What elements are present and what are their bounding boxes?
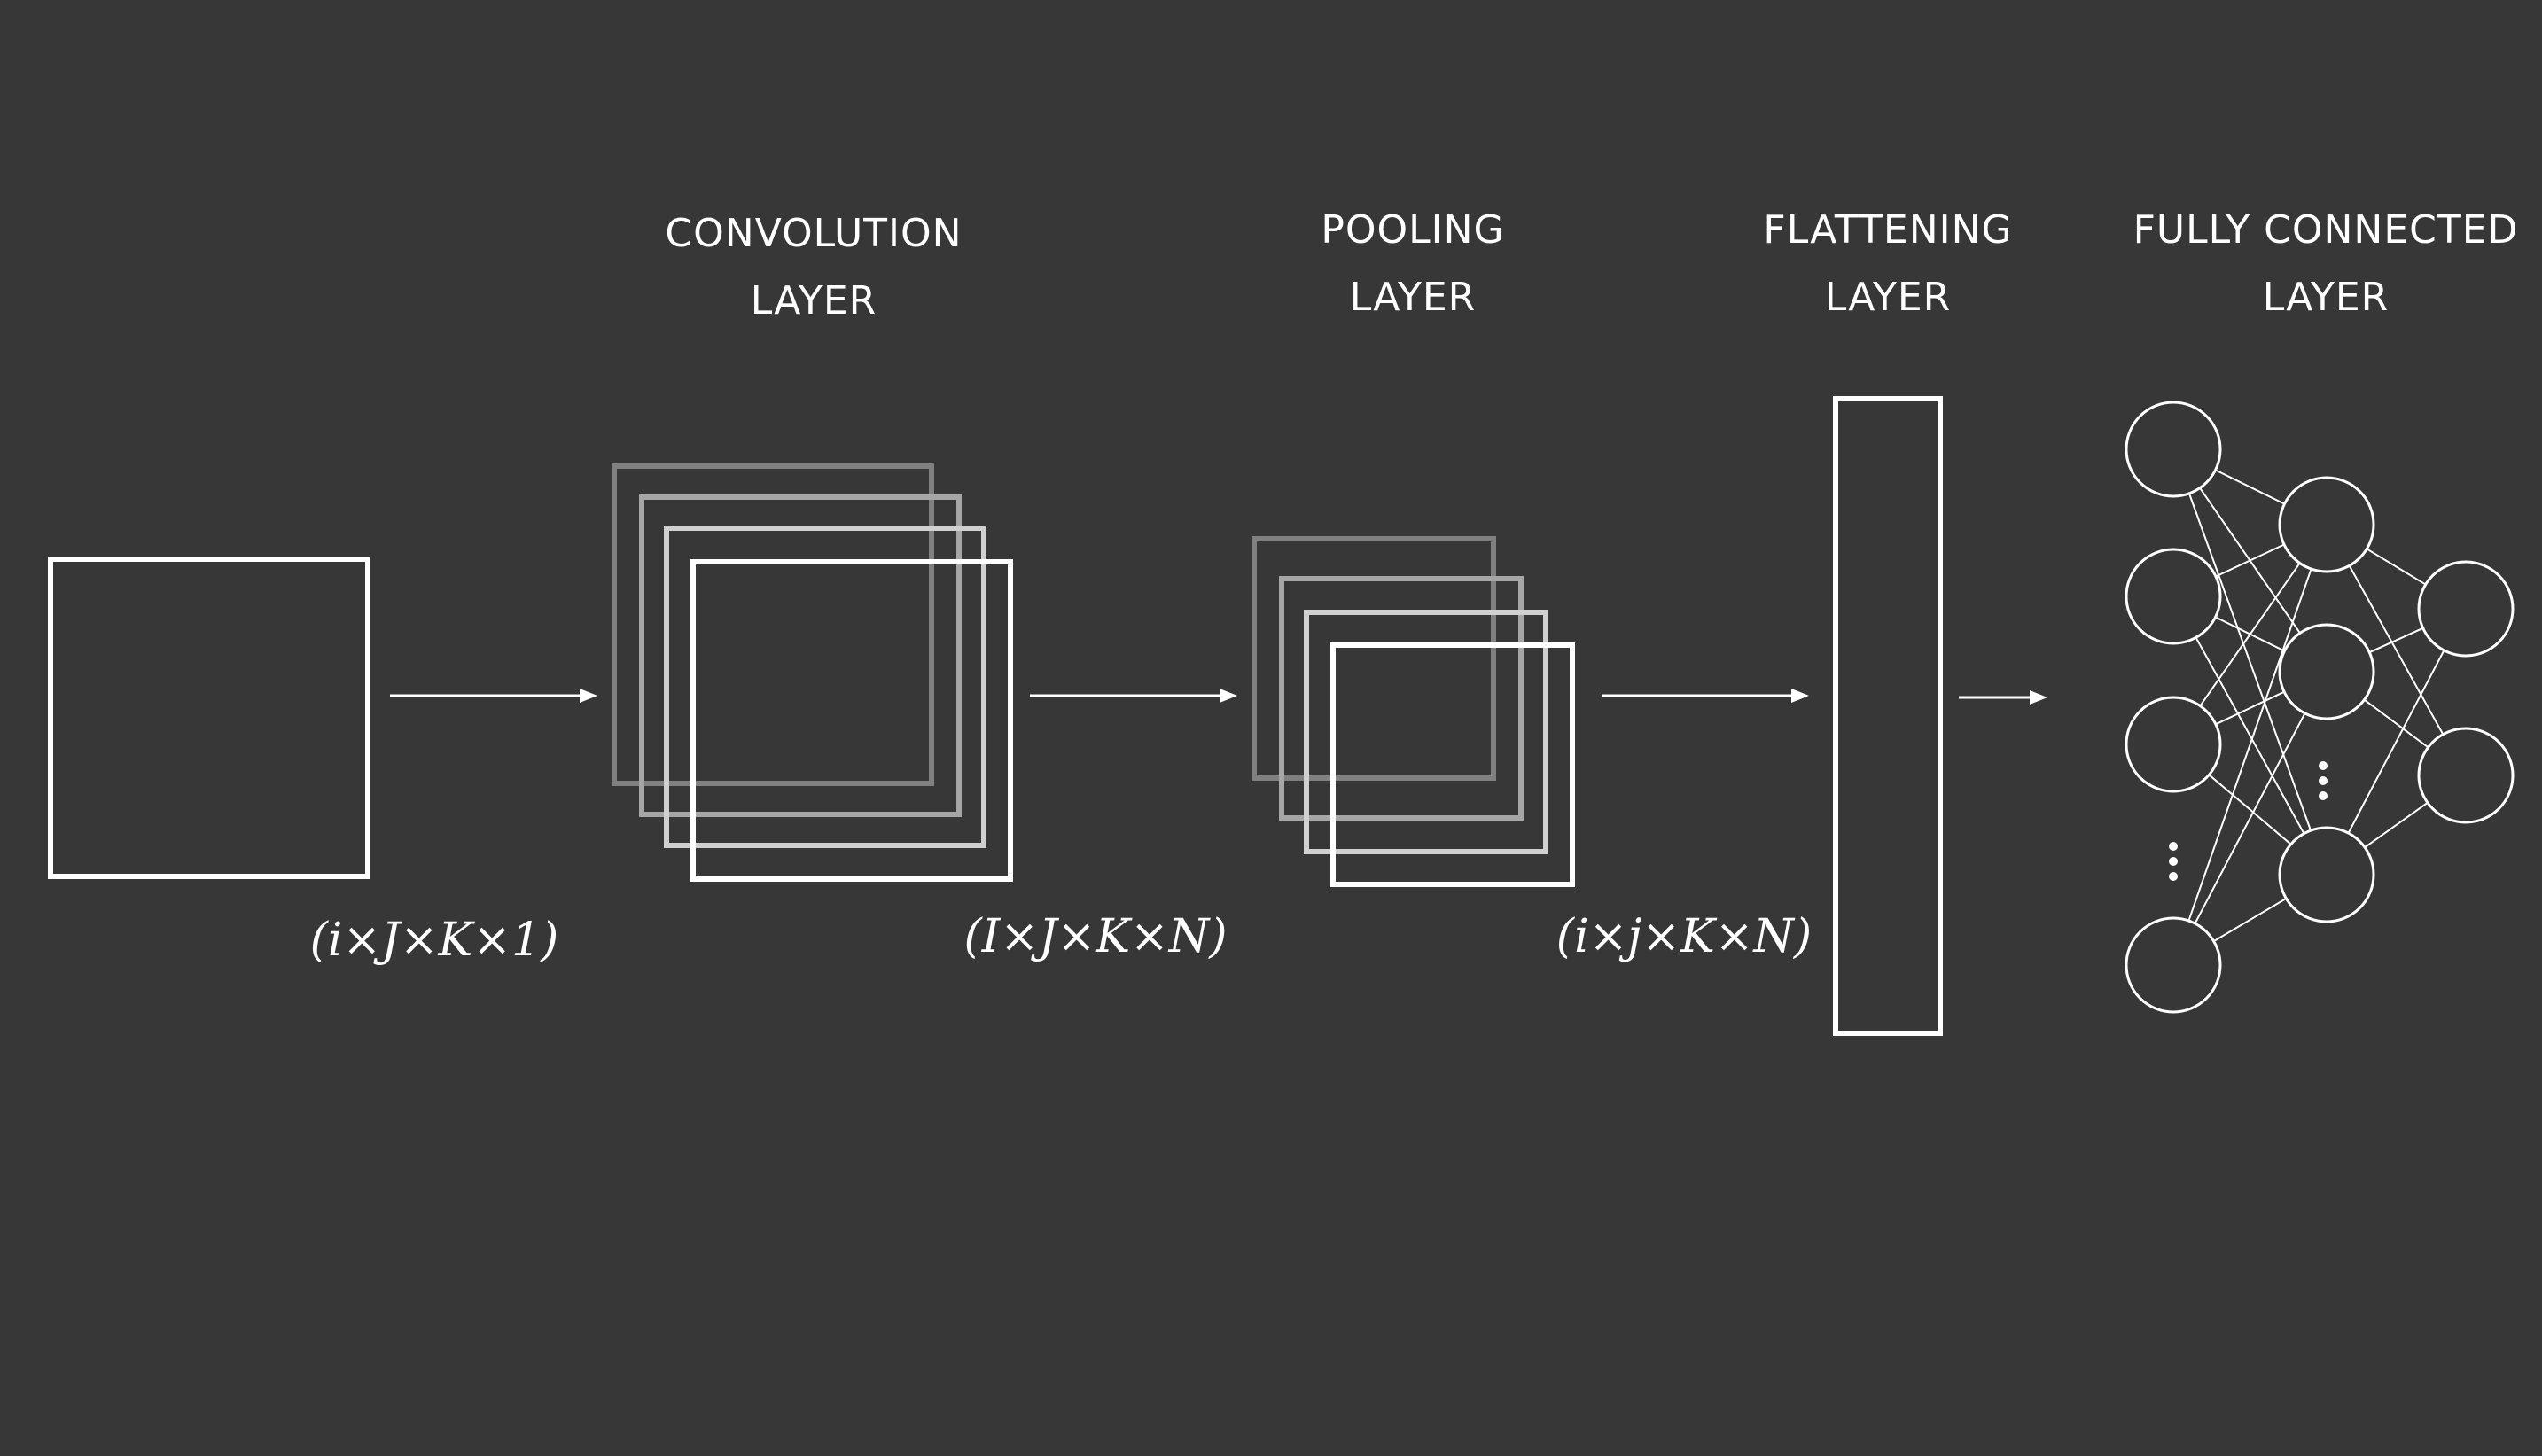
flattening-title-line2: LAYER — [1825, 275, 1951, 320]
output-node — [2417, 560, 2515, 658]
network-nodes — [2125, 401, 2515, 1014]
network-edge — [2187, 568, 2312, 922]
fully-connected-network — [2125, 401, 2515, 1014]
network-edge — [2215, 690, 2285, 726]
network-edge — [2188, 493, 2312, 831]
hidden-ellipsis-icon — [2319, 761, 2328, 800]
convolution-title-line1: CONVOLUTION — [665, 211, 962, 256]
input-node — [2125, 401, 2222, 498]
network-edge — [2215, 543, 2285, 578]
input-node — [2125, 916, 2222, 1014]
convolution-feature-map-2 — [639, 494, 962, 817]
network-edges — [2187, 469, 2445, 942]
convolution-feature-map-4 — [690, 559, 1013, 882]
input-image-box — [48, 557, 370, 879]
pooling-feature-map-1 — [1252, 536, 1496, 781]
input-node — [2125, 548, 2222, 645]
arrow-input-to-convolution — [390, 689, 597, 703]
network-edge — [2199, 562, 2301, 707]
fully-connected-title-line2: LAYER — [2263, 275, 2389, 320]
network-edge — [2363, 698, 2429, 749]
convolution-feature-map-1 — [612, 463, 934, 786]
pooling-feature-map-3 — [1304, 610, 1548, 854]
convolution-title-line2: LAYER — [751, 278, 877, 323]
network-edge — [2213, 898, 2287, 942]
arrow-pooling-to-flattening — [1602, 689, 1809, 703]
pooling-title-line2: LAYER — [1350, 275, 1476, 320]
network-edge — [2208, 774, 2292, 845]
pooling-title-line1: POOLING — [1321, 207, 1504, 253]
convolution-dimension-label: (I×J×K×N) — [963, 910, 1227, 963]
network-edge — [2347, 650, 2445, 834]
network-edge — [2215, 469, 2285, 505]
network-edge — [2348, 564, 2445, 736]
arrow-flattening-to-fully-connected — [1959, 690, 2047, 705]
network-edge — [2368, 627, 2424, 654]
flattening-title-line1: FLATTENING — [1763, 207, 2012, 253]
pooling-dimension-label: (i×j×K×N) — [1556, 910, 1812, 963]
input-dimension-label: (i×J×K×1) — [310, 914, 559, 967]
hidden-node — [2278, 623, 2375, 720]
hidden-node — [2278, 476, 2375, 573]
pooling-feature-map-2 — [1279, 576, 1524, 821]
network-edge — [2364, 801, 2429, 849]
output-node — [2417, 727, 2515, 824]
fully-connected-title-line1: FULLY CONNECTED — [2133, 207, 2519, 253]
input-ellipsis-icon — [2169, 842, 2178, 881]
flattened-vector-box — [1833, 396, 1943, 1036]
pooling-feature-map-4 — [1330, 642, 1575, 887]
convolution-feature-map-3 — [664, 526, 986, 848]
network-edge — [2366, 548, 2427, 586]
hidden-node — [2278, 826, 2375, 923]
network-edge — [2195, 636, 2305, 835]
arrow-convolution-to-pooling — [1030, 689, 1237, 703]
input-node — [2125, 696, 2222, 793]
network-edge — [2194, 712, 2306, 924]
